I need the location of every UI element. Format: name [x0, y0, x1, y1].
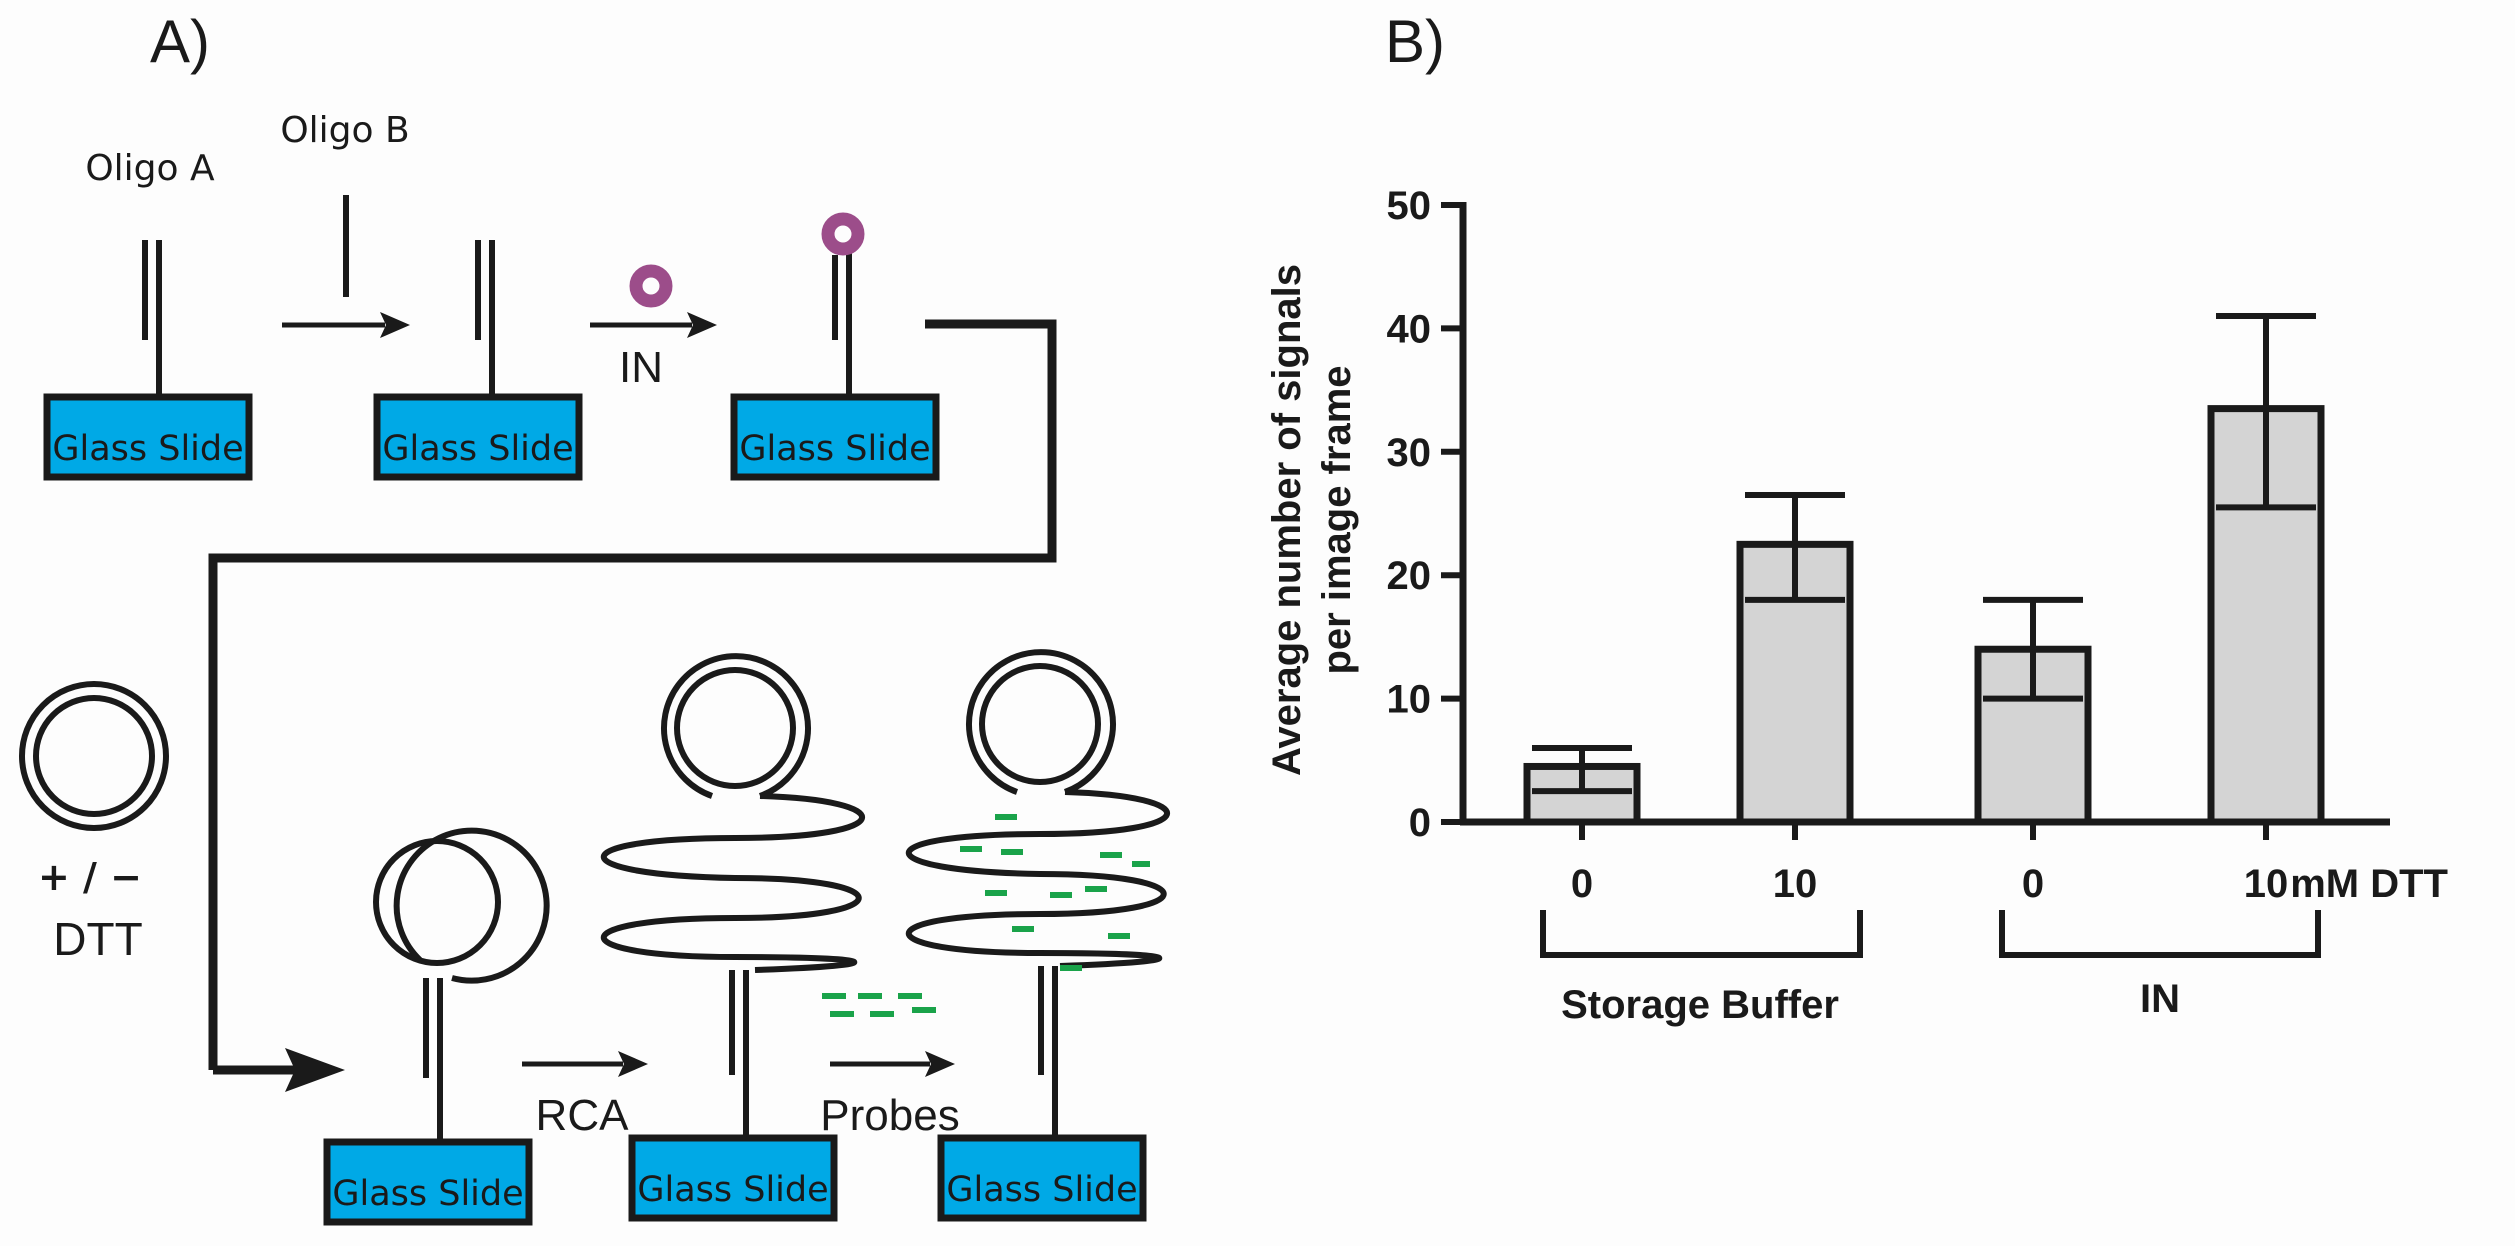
free-probes — [822, 993, 936, 1017]
y-tick-label-4: 30 — [1387, 431, 1432, 475]
glass-slide-2-label: Glass Slide — [382, 429, 573, 469]
bound-circular-template — [373, 827, 550, 984]
y-tick-label-5: 40 — [1387, 307, 1432, 351]
dtt-sign-label: + / − — [38, 855, 142, 899]
glass-slide-4-label: Glass Slide — [332, 1174, 523, 1214]
arrow-rca — [522, 1051, 648, 1077]
unit-label: mM DTT — [2290, 862, 2448, 906]
glass-slide-5: Glass Slide — [628, 1134, 838, 1222]
bound-integrase-icon — [821, 212, 865, 256]
panel-a-label: A) — [150, 8, 210, 75]
y-tick-label-2: 10 — [1387, 678, 1432, 722]
group-bracket-storage-buffer: Storage Buffer — [1540, 910, 1863, 1027]
group-label-in: IN — [2140, 977, 2180, 1021]
glass-slide-2: Glass Slide — [373, 393, 583, 481]
glass-slide-5-label: Glass Slide — [637, 1170, 828, 1210]
glass-slide-3-label: Glass Slide — [739, 429, 930, 469]
bar-chart: 0 10 0 10 0 10 20 30 40 50 — [1387, 184, 2390, 906]
in-label: IN — [619, 343, 663, 392]
group-bracket-in: IN — [1999, 910, 2321, 1021]
arrow-probes — [830, 1051, 955, 1077]
arrow-2 — [590, 312, 717, 338]
integrase-icon — [629, 264, 673, 308]
circular-dna-icon — [19, 681, 169, 831]
dtt-label: DTT — [53, 913, 142, 965]
glass-slide-6: Glass Slide — [937, 1134, 1147, 1222]
bound-probes — [960, 814, 1150, 971]
x-tick-label-1: 0 — [1571, 862, 1593, 906]
panel-b: B) Average number of signals per image f… — [1265, 8, 2448, 1027]
rca-label: RCA — [536, 1091, 630, 1140]
y-tick-label-3: 20 — [1387, 554, 1432, 598]
y-axis-title-line-2: per image frame — [1315, 365, 1359, 674]
rca-product — [600, 653, 866, 973]
y-axis-title-line-1: Average number of signals — [1265, 264, 1309, 776]
glass-slide-3: Glass Slide — [730, 393, 940, 481]
y-tick-label-1: 0 — [1409, 801, 1431, 845]
probes-label: Probes — [820, 1091, 959, 1140]
y-tick-label-6: 50 — [1387, 184, 1432, 228]
glass-slide-4: Glass Slide — [323, 1138, 533, 1226]
arrow-1 — [282, 312, 410, 338]
x-tick-label-3: 0 — [2022, 862, 2044, 906]
glass-slide-1-label: Glass Slide — [52, 429, 243, 469]
panel-a: A) Oligo A Glass Slide Oligo B Glass Sli… — [19, 8, 1171, 1226]
flow-connector — [208, 319, 1057, 1070]
probed-rca-product — [905, 649, 1171, 969]
group-label-storage-buffer: Storage Buffer — [1561, 983, 1839, 1027]
glass-slide-6-label: Glass Slide — [946, 1170, 1137, 1210]
panel-b-label: B) — [1385, 8, 1445, 75]
flow-connector-arrowhead — [285, 1048, 345, 1092]
glass-slide-1: Glass Slide — [43, 393, 253, 481]
oligo-b-label: Oligo B — [280, 110, 409, 151]
oligo-a-label: Oligo A — [85, 148, 215, 189]
x-tick-label-2: 10 — [1773, 862, 1818, 906]
y-axis-title: Average number of signals per image fram… — [1265, 264, 1359, 776]
x-tick-label-4: 10 — [2244, 862, 2289, 906]
